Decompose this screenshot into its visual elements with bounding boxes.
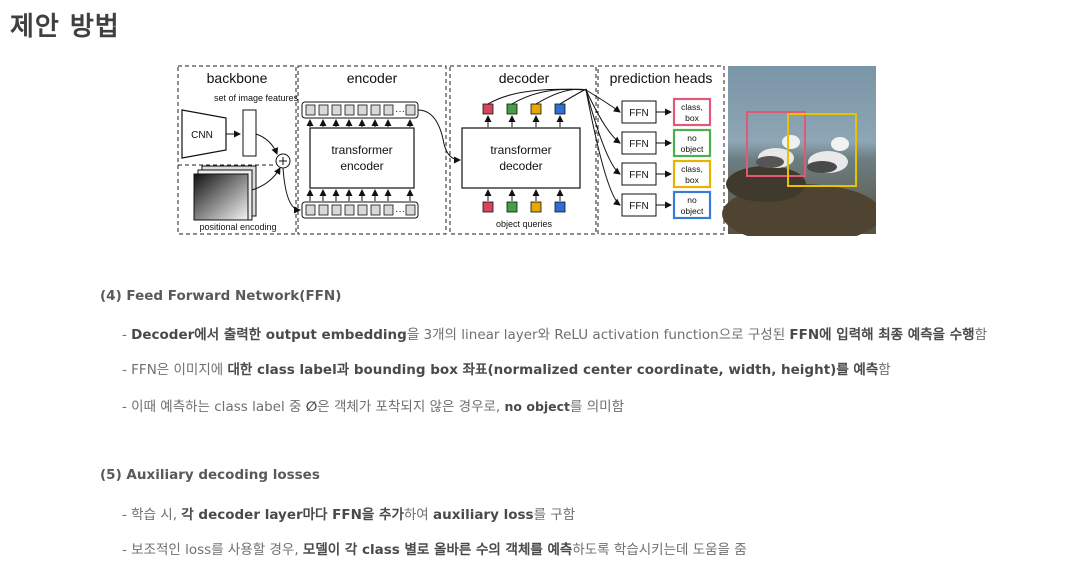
prediction-head-rows: FFNclass,boxFFNnoobjectFFNclass,boxFFNno… [487,88,712,220]
ffn-label: FFN [629,170,648,181]
image-features-label: set of image features [214,93,299,103]
backbone-title: backbone [207,70,268,86]
section4-bullet-1: - Decoder에서 출력한 output embedding을 3개의 li… [122,327,987,343]
prediction-output-box [672,159,712,189]
bird2-box [787,113,857,187]
prediction-output-line1: class, [681,164,703,174]
prediction-output-line2: box [685,113,699,123]
decoder-output-query [530,103,542,115]
object-query [506,201,518,213]
encoder-box-line2: encoder [340,159,383,173]
heads-title: prediction heads [610,70,713,86]
ffn-label: FFN [629,139,648,150]
cnn-label: CNN [191,130,213,141]
decoder-box-line1: transformer [490,143,551,157]
detection-image [722,66,876,236]
decoder-output-queries [482,103,566,127]
architecture-figure: backbone set of image features CNN posit… [176,64,876,236]
encoder-box-line1: transformer [331,143,392,157]
positional-encoding-label: positional encoding [199,222,276,232]
heads-group [597,65,725,235]
prediction-output-line1: no [687,195,697,205]
section5-bullet-2: - 보조적인 loss를 사용할 경우, 모델이 각 class 별로 올바른 … [122,542,747,558]
decoder-output-query [506,103,518,115]
prediction-output-line1: no [687,133,697,143]
decoder-box-line2: decoder [499,159,542,173]
ffn-label: FFN [629,201,648,212]
architecture-diagram: backbone set of image features CNN posit… [177,65,876,236]
decoder-group [449,65,597,235]
prediction-output-box [672,190,712,220]
decoder-output-query [554,103,566,115]
positional-encoding-image [193,173,249,221]
backbone-group [177,65,297,235]
object-query [554,201,566,213]
section4-heading: (4) Feed Forward Network(FFN) [100,288,342,304]
prediction-output-line2: object [681,144,704,154]
page-title: 제안 방법 [10,12,120,42]
object-query [530,201,542,213]
decoder-title: decoder [499,70,550,86]
prediction-output-line2: object [681,206,704,216]
object-query [482,201,494,213]
section4-bullet-2: - FFN은 이미지에 대한 class label과 bounding box… [122,362,891,378]
object-queries-label: object queries [496,219,553,229]
feature-map [242,109,257,157]
cnn-block [181,109,227,159]
encoder-title: encoder [347,70,398,86]
object-query-inputs [482,189,566,213]
prediction-output-line1: class, [681,102,703,112]
svg-text:···: ··· [395,206,405,217]
section5-bullet-1: - 학습 시, 각 decoder layer마다 FFN을 추가하여 auxi… [122,507,576,523]
prediction-output-box [672,97,712,127]
encoder-output-tokens [305,204,416,216]
transformer-encoder-box [309,127,415,189]
bird1-box [746,111,806,177]
transformer-decoder-box [461,127,581,189]
prediction-output-line2: box [685,175,699,185]
section5-heading: (5) Auxiliary decoding losses [100,467,320,483]
prediction-output-box [672,128,712,158]
decoder-output-query [482,103,494,115]
section4-bullet-3: - 이때 예측하는 class label 중 ∅은 객체가 포착되지 않은 경… [122,399,625,415]
encoder-input-tokens [305,104,416,116]
svg-text:···: ··· [395,106,405,117]
ffn-label: FFN [629,108,648,119]
